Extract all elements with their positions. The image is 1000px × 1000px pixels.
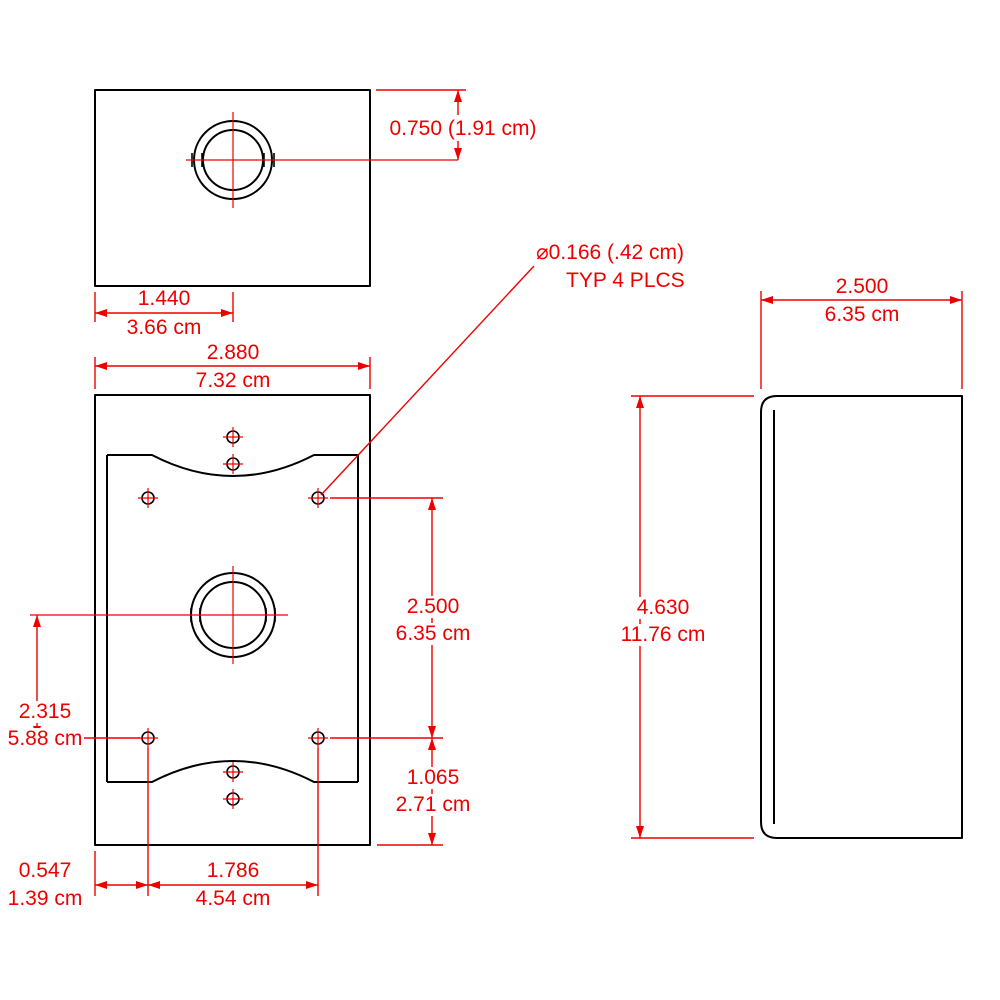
front-hspacing-cm-text: 4.54 cm (196, 887, 271, 910)
side-height-in-text: 4.630 (637, 596, 690, 619)
hole-diameter-note: ⌀0.166 (.42 cm) TYP 4 PLCS (320, 241, 685, 496)
center-hole-bottom-outer (223, 789, 243, 809)
front-width-dimension: 2.880 7.32 cm (94, 341, 371, 392)
top-hole-offset-dimension: 0.750 (1.91 cm) (376, 89, 543, 160)
side-depth-in-text: 2.500 (836, 275, 889, 298)
front-bottom-offset-cm-text: 2.71 cm (396, 793, 471, 816)
front-top-flange-curve (107, 454, 358, 477)
top-hole-from-left-cm-text: 3.66 cm (127, 316, 202, 339)
mounting-hole-bottom-left (138, 728, 158, 748)
front-width-cm-text: 7.32 cm (196, 369, 271, 392)
side-depth-cm-text: 6.35 cm (825, 303, 900, 326)
front-width-in-text: 2.880 (207, 341, 260, 364)
top-view-outline (94, 89, 371, 287)
side-height-dimension: 4.630 11.76 cm (618, 395, 754, 839)
mounting-hole-top-left (138, 488, 158, 508)
front-center-to-hole-dimension: 2.315 5.88 cm (8, 615, 140, 750)
mounting-hole-bottom-right (308, 728, 328, 748)
front-bottom-dimensions: 0.547 1.39 cm 1.786 4.54 cm (8, 748, 319, 910)
top-hole-from-top-dim-text: 0.750 (1.91 cm) (389, 117, 536, 140)
front-vspacing-cm-text: 6.35 cm (396, 622, 471, 645)
front-bottom-offset-in-text: 1.065 (407, 766, 460, 789)
front-hole-to-bottom-dimension: 1.065 2.71 cm (377, 738, 473, 846)
center-hole-bottom-inner (223, 762, 243, 782)
mounting-hole-top-right (308, 488, 328, 508)
top-hole-from-left-in-text: 1.440 (138, 287, 191, 310)
hole-note-line1-text: ⌀0.166 (.42 cm) (536, 241, 684, 264)
side-view: 2.500 6.35 cm 4.630 11.76 cm (618, 275, 963, 839)
hole-note-leader-line (320, 265, 535, 496)
front-vspacing-in-text: 2.500 (407, 595, 460, 618)
front-center-offset-cm-text: 5.88 cm (8, 727, 83, 750)
front-view: 2.880 7.32 cm ⌀0.166 (.42 cm) TYP 4 PLCS… (8, 241, 685, 910)
side-height-cm-text: 11.76 cm (621, 623, 706, 646)
front-edge-to-hole-in-text: 0.547 (19, 859, 72, 882)
front-center-offset-in-text: 2.315 (19, 700, 72, 723)
front-hspacing-in-text: 1.786 (207, 859, 260, 882)
top-view: 0.750 (1.91 cm) 1.440 3.66 cm (94, 89, 543, 339)
center-hole-top-outer (223, 427, 243, 447)
front-hole-vertical-spacing-dimension: 2.500 6.35 cm (330, 497, 474, 739)
hole-note-line2-text: TYP 4 PLCS (566, 269, 685, 292)
front-edge-to-hole-cm-text: 1.39 cm (8, 887, 83, 910)
top-hole-from-left-dimension: 1.440 3.66 cm (94, 287, 234, 339)
front-bottom-flange-curve (107, 760, 358, 783)
side-depth-dimension: 2.500 6.35 cm (760, 275, 963, 389)
front-view-outline (94, 394, 371, 846)
center-hole-top-inner (223, 454, 243, 474)
side-view-outline (760, 395, 963, 839)
